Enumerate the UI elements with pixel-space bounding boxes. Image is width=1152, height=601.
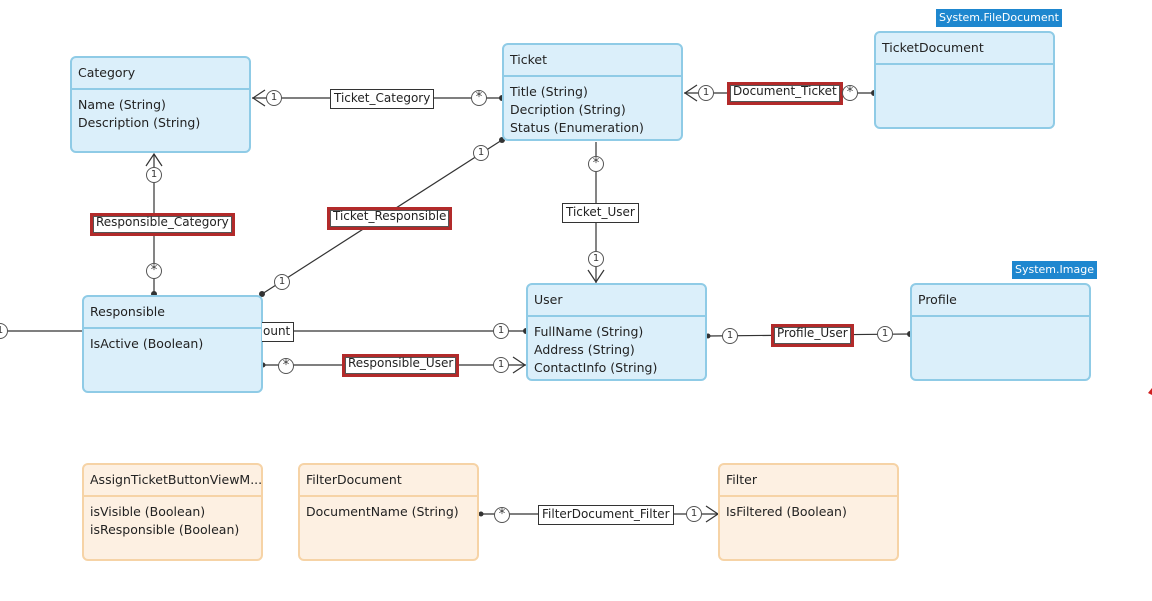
entity-user-attr[interactable]: Address (String) [534,342,635,357]
assoc-label-account-partial[interactable]: ount [262,322,295,342]
entity-ticket-attr[interactable]: Title (String) [510,84,588,99]
entity-category-attr[interactable]: Name (String) [78,97,166,112]
entity-ticket[interactable]: Ticket Title (String) Decription (String… [502,43,683,141]
multiplicity-one: 1 [698,85,714,101]
multiplicity-many: * [494,507,510,523]
assoc-label-responsible-user[interactable]: Responsible_User [342,354,460,377]
assoc-label-ticket-responsible[interactable]: Ticket_Responsible [327,207,453,230]
assoc-label-ticket-category[interactable]: Ticket_Category [330,89,435,109]
entity-assignticket-attr[interactable]: isVisible (Boolean) [90,504,206,519]
multiplicity-one: 1 [686,506,702,522]
multiplicity-one: 1 [493,323,509,339]
entity-assignticket-attr[interactable]: isResponsible (Boolean) [90,522,240,537]
assoc-label-document-ticket[interactable]: Document_Ticket [727,82,843,105]
entity-ticket-attr[interactable]: Decription (String) [510,102,626,117]
multiplicity-many: * [146,263,162,279]
entity-ticketdocument[interactable]: TicketDocument [874,31,1055,129]
assoc-label-ticket-user[interactable]: Ticket_User [562,203,639,223]
multiplicity-many: * [842,85,858,101]
entity-assignticketbuttonviewmodel[interactable]: AssignTicketButtonViewM... isVisible (Bo… [82,463,263,561]
arrow-to-user [587,269,605,284]
assoc-label-profile-user[interactable]: Profile_User [771,324,854,347]
entity-ticket-name: Ticket [504,45,681,77]
entity-responsible-attr[interactable]: IsActive (Boolean) [90,336,204,351]
arrow-to-category-up [145,152,163,167]
arrow-to-category [251,89,266,107]
entity-ticket-attr[interactable]: Status (Enumeration) [510,120,644,135]
entity-assignticket-name: AssignTicketButtonViewM... [84,465,261,497]
entity-responsible-name: Responsible [84,297,261,329]
entity-filterdocument-attr[interactable]: DocumentName (String) [306,504,459,519]
entity-category-name: Category [72,58,249,90]
entity-profile[interactable]: Profile [910,283,1091,381]
entity-filterdocument-name: FilterDocument [300,465,477,497]
entity-user-attr[interactable]: ContactInfo (String) [534,360,658,375]
entity-filter[interactable]: Filter IsFiltered (Boolean) [718,463,899,561]
entity-profile-name: Profile [912,285,1089,317]
red-marker [1148,388,1152,395]
entity-filterdocument[interactable]: FilterDocument DocumentName (String) [298,463,479,561]
entity-category[interactable]: Category Name (String) Description (Stri… [70,56,251,153]
generalization-badge-filedocument: System.FileDocument [936,9,1062,27]
multiplicity-many: * [588,156,604,172]
assoc-owner-dot [478,511,484,517]
multiplicity-one: 1 [493,357,509,373]
multiplicity-one: 1 [473,145,489,161]
multiplicity-one: 1 [722,328,738,344]
entity-user-attr[interactable]: FullName (String) [534,324,644,339]
entity-filter-name: Filter [720,465,897,497]
multiplicity-one: 1 [588,251,604,267]
entity-ticketdocument-name: TicketDocument [876,33,1053,65]
multiplicity-many: * [471,90,487,106]
generalization-badge-image: System.Image [1012,261,1097,279]
arrow-to-ticket [683,84,698,102]
assoc-label-responsible-category[interactable]: Responsible_Category [90,213,235,236]
assoc-label-filterdocument-filter[interactable]: FilterDocument_Filter [538,505,674,525]
multiplicity-one: 1 [877,326,893,342]
multiplicity-one: 1 [274,274,290,290]
multiplicity-one: 1 [266,90,282,106]
entity-category-attr[interactable]: Description (String) [78,115,201,130]
entity-filter-attr[interactable]: IsFiltered (Boolean) [726,504,847,519]
multiplicity-one: 1 [146,167,162,183]
entity-user-name: User [528,285,705,317]
multiplicity-many: * [278,358,294,374]
entity-user[interactable]: User FullName (String) Address (String) … [526,283,707,381]
arrow-to-user-right [512,356,527,374]
entity-responsible[interactable]: Responsible IsActive (Boolean) [82,295,263,393]
